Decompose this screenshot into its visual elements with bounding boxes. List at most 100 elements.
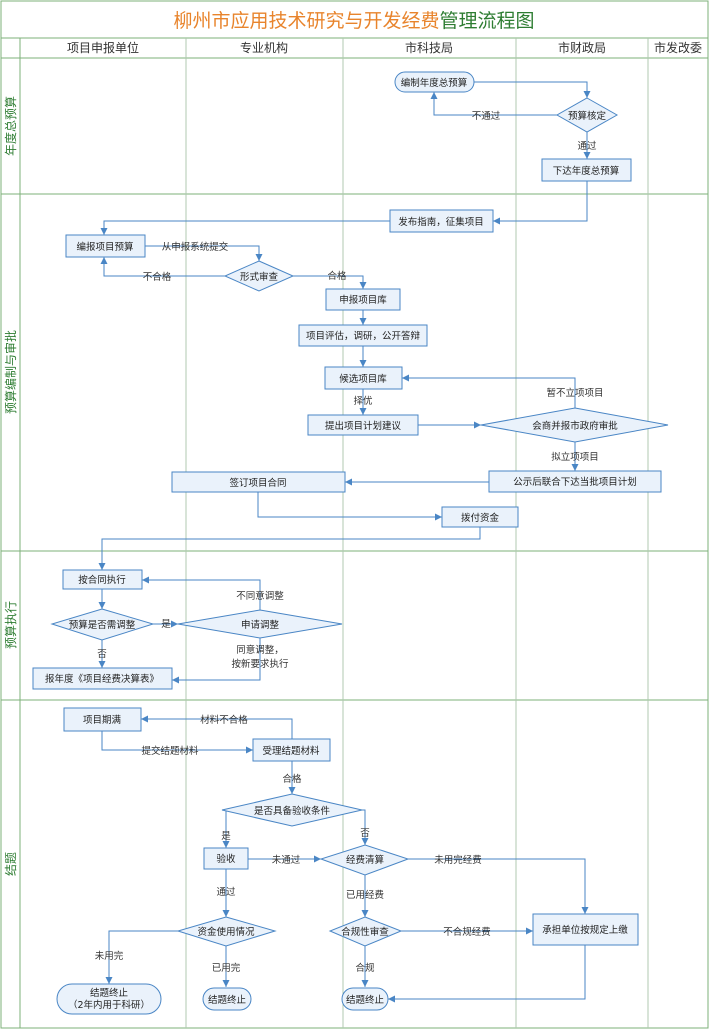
node-annual-report: 报年度《项目经费决算表》 [32, 667, 173, 690]
node-request-adjust: 申请调整 [177, 609, 343, 639]
column-header-agency: 专业机构 [240, 40, 288, 55]
page-title: 柳州市应用技术研究与开发经费管理流程图 [173, 10, 534, 32]
label-defer: 暂不立项项目 [546, 387, 603, 399]
node-candidate-store-label: 候选项目库 [339, 373, 387, 385]
node-compliance-label: 合规性审查 [341, 926, 389, 938]
title-part-2: 管理流程图 [440, 10, 535, 32]
node-publish-guide-label: 发布指南，征集项目 [398, 216, 484, 228]
edge-eligible-no [361, 809, 369, 845]
node-need-adjust: 预算是否需调整 [50, 608, 155, 641]
node-publish-plan-label: 公示后联合下达当批项目计划 [513, 476, 637, 488]
edge-consult-defer [402, 374, 576, 408]
column-header-finance-bureau: 市财政局 [558, 40, 606, 55]
node-prepare-budget: 编报项目预算 [65, 234, 146, 258]
node-accept-materials-label: 受理结题材料 [262, 745, 320, 757]
edge-compile-to-verify [474, 81, 591, 98]
label-materials-pass: 合格 [282, 773, 302, 785]
node-request-adjust-label: 申请调整 [241, 619, 280, 631]
column-headers: 项目申报单位 专业机构 市科技局 市财政局 市发改委 [67, 40, 702, 55]
node-project-store-label: 申报项目库 [339, 294, 387, 306]
node-check-accept: 验收 [203, 847, 249, 870]
label-usage-used: 已用完 [212, 962, 241, 974]
node-budget-verify-label: 预算核定 [568, 110, 607, 122]
label-settle-unused: 未用完经费 [434, 854, 482, 866]
node-project-expire-label: 项目期满 [83, 715, 122, 726]
node-execute-contract: 按合同执行 [62, 569, 143, 590]
node-eligible-label: 是否具备验收条件 [254, 805, 331, 817]
node-accept-materials: 受理结题材料 [252, 738, 331, 762]
node-remit-label: 承担单位按规定上缴 [542, 924, 628, 936]
label-approve: 拟立项项目 [551, 451, 599, 463]
column-header-science-bureau: 市科技局 [405, 40, 453, 55]
edge-remit-to-end [388, 945, 586, 1003]
node-consult-approve: 会商并报市政府审批 [480, 407, 669, 443]
edge-prepare-to-review [145, 245, 263, 261]
label-check-fail: 未通过 [272, 854, 301, 866]
lane-title-budget-execution: 预算执行 [3, 601, 18, 649]
edge-usage-unused [105, 930, 178, 984]
label-adjust-accept-1: 同意调整， [236, 644, 284, 656]
node-end-research-label: 结题终止 [90, 987, 129, 999]
label-select-best: 择优 [353, 395, 373, 407]
node-remit: 承担单位按规定上缴 [532, 913, 639, 946]
node-propose-plan: 提出项目计划建议 [307, 414, 419, 436]
node-eligible: 是否具备验收条件 [221, 793, 363, 827]
label-settle-used: 已用经费 [346, 889, 384, 901]
label-noncompliant: 不合规经费 [443, 926, 491, 938]
label-review-fail: 不合格 [143, 271, 172, 283]
edge-review-pass [293, 275, 367, 289]
node-compile-annual-budget-label: 编制年度总预算 [401, 77, 468, 89]
edge-fund-to-execute [98, 527, 481, 570]
edge-apply-reject [142, 576, 261, 610]
label-verify-fail: 不通过 [472, 110, 501, 122]
node-consult-approve-label: 会商并报市政府审批 [532, 420, 618, 432]
node-end-used: 结题终止 [202, 987, 252, 1011]
node-project-expire: 项目期满 [63, 707, 142, 732]
node-need-adjust-label: 预算是否需调整 [69, 619, 136, 631]
node-compliance: 合规性审查 [328, 916, 403, 947]
lane-titles: 年度总预算 预算编制与审批 预算执行 结题 [3, 96, 18, 876]
edge-guide-to-prepare [100, 220, 390, 235]
edge-apply-accept [172, 638, 261, 684]
label-materials-fail: 材料不合格 [200, 714, 248, 726]
node-end-compliant-label: 结题终止 [346, 994, 385, 1006]
edge-expire-to-accept-materials [101, 731, 253, 754]
node-fund-usage-label: 资金使用情况 [197, 926, 255, 938]
node-issue-annual-budget-label: 下达年度总预算 [553, 165, 620, 177]
label-check-pass: 通过 [216, 886, 236, 898]
node-sign-contract: 签订项目合同 [171, 471, 346, 493]
node-form-review-label: 形式审查 [240, 271, 279, 283]
label-submit-materials: 提交结题材料 [141, 745, 199, 757]
node-end-research: 结题终止 （2年内用于科研） [56, 983, 162, 1015]
edge-contract-to-fund [257, 492, 442, 521]
edge-review-fail [100, 257, 225, 277]
node-fund-settle: 经费清算 [319, 844, 410, 876]
node-end-compliant: 结题终止 [341, 987, 389, 1011]
node-budget-verify: 预算核定 [555, 97, 619, 133]
edge-settle-unused [408, 858, 589, 914]
node-propose-plan-label: 提出项目计划建议 [325, 420, 402, 432]
label-adjust-yes: 是 [161, 619, 171, 630]
label-adjust-reject: 不同意调整 [236, 590, 284, 602]
edge-issue-to-guide [493, 181, 588, 225]
swimlane-grid [0, 37, 709, 1029]
label-submit-system: 从申报系统提交 [162, 241, 229, 253]
node-publish-guide: 发布指南，征集项目 [389, 209, 494, 233]
label-compliant: 合规 [355, 962, 375, 974]
label-eligible-no: 否 [360, 828, 370, 839]
title-part-1: 柳州市应用技术研究与开发经费 [173, 10, 439, 32]
node-end-research-note: （2年内用于科研） [68, 999, 150, 1011]
label-usage-unused: 未用完 [95, 950, 124, 962]
label-verify-pass: 通过 [577, 140, 597, 152]
node-annual-report-label: 报年度《项目经费决算表》 [45, 673, 159, 685]
node-publish-plan: 公示后联合下达当批项目计划 [488, 470, 662, 493]
node-evaluate: 项目评估，调研，公开答辩 [298, 324, 428, 347]
edge-labels: 不通过 通过 从申报系统提交 不合格 合格 择优 暂不立项项目 拟立项项目 是 … [95, 110, 604, 974]
node-candidate-store: 候选项目库 [324, 366, 403, 390]
label-adjust-accept-2: 按新要求执行 [231, 658, 289, 670]
node-fund-usage: 资金使用情况 [176, 916, 277, 947]
lane-title-annual-budget: 年度总预算 [3, 96, 18, 156]
column-header-applicant: 项目申报单位 [67, 40, 139, 55]
column-header-drc: 市发改委 [654, 40, 702, 55]
node-execute-contract-label: 按合同执行 [78, 574, 126, 586]
